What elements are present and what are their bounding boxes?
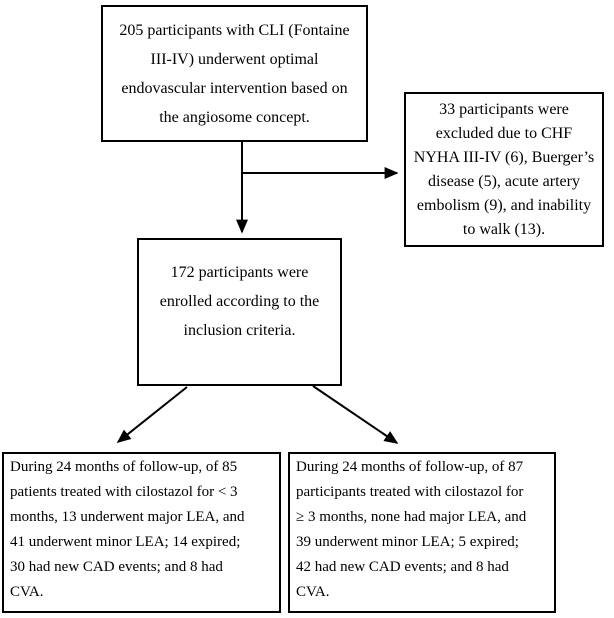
arrow-enrolled-to-long-cilostazol: [312, 385, 399, 444]
node-cilostazol-ge3mo: During 24 months of follow-up, of 87 par…: [288, 452, 556, 613]
node-excluded-text: 33 participants were excluded due to CHF…: [413, 100, 595, 238]
node-cilostazol-lt3mo-text: During 24 months of follow-up, of 85 pat…: [10, 459, 245, 600]
node-cilostazol-lt3mo: During 24 months of follow-up, of 85 pat…: [2, 452, 281, 613]
node-enrolled-text: 172 participants were enrolled according…: [159, 263, 320, 339]
node-enrolled: 172 participants were enrolled according…: [137, 238, 342, 386]
node-screened-text: 205 participants with CLI (Fontaine III-…: [119, 21, 350, 126]
node-screened: 205 participants with CLI (Fontaine III-…: [101, 5, 368, 142]
node-excluded: 33 participants were excluded due to CHF…: [404, 92, 604, 247]
arrow-enrolled-to-short-cilostazol: [116, 386, 188, 443]
node-cilostazol-ge3mo-text: During 24 months of follow-up, of 87 par…: [296, 459, 527, 600]
